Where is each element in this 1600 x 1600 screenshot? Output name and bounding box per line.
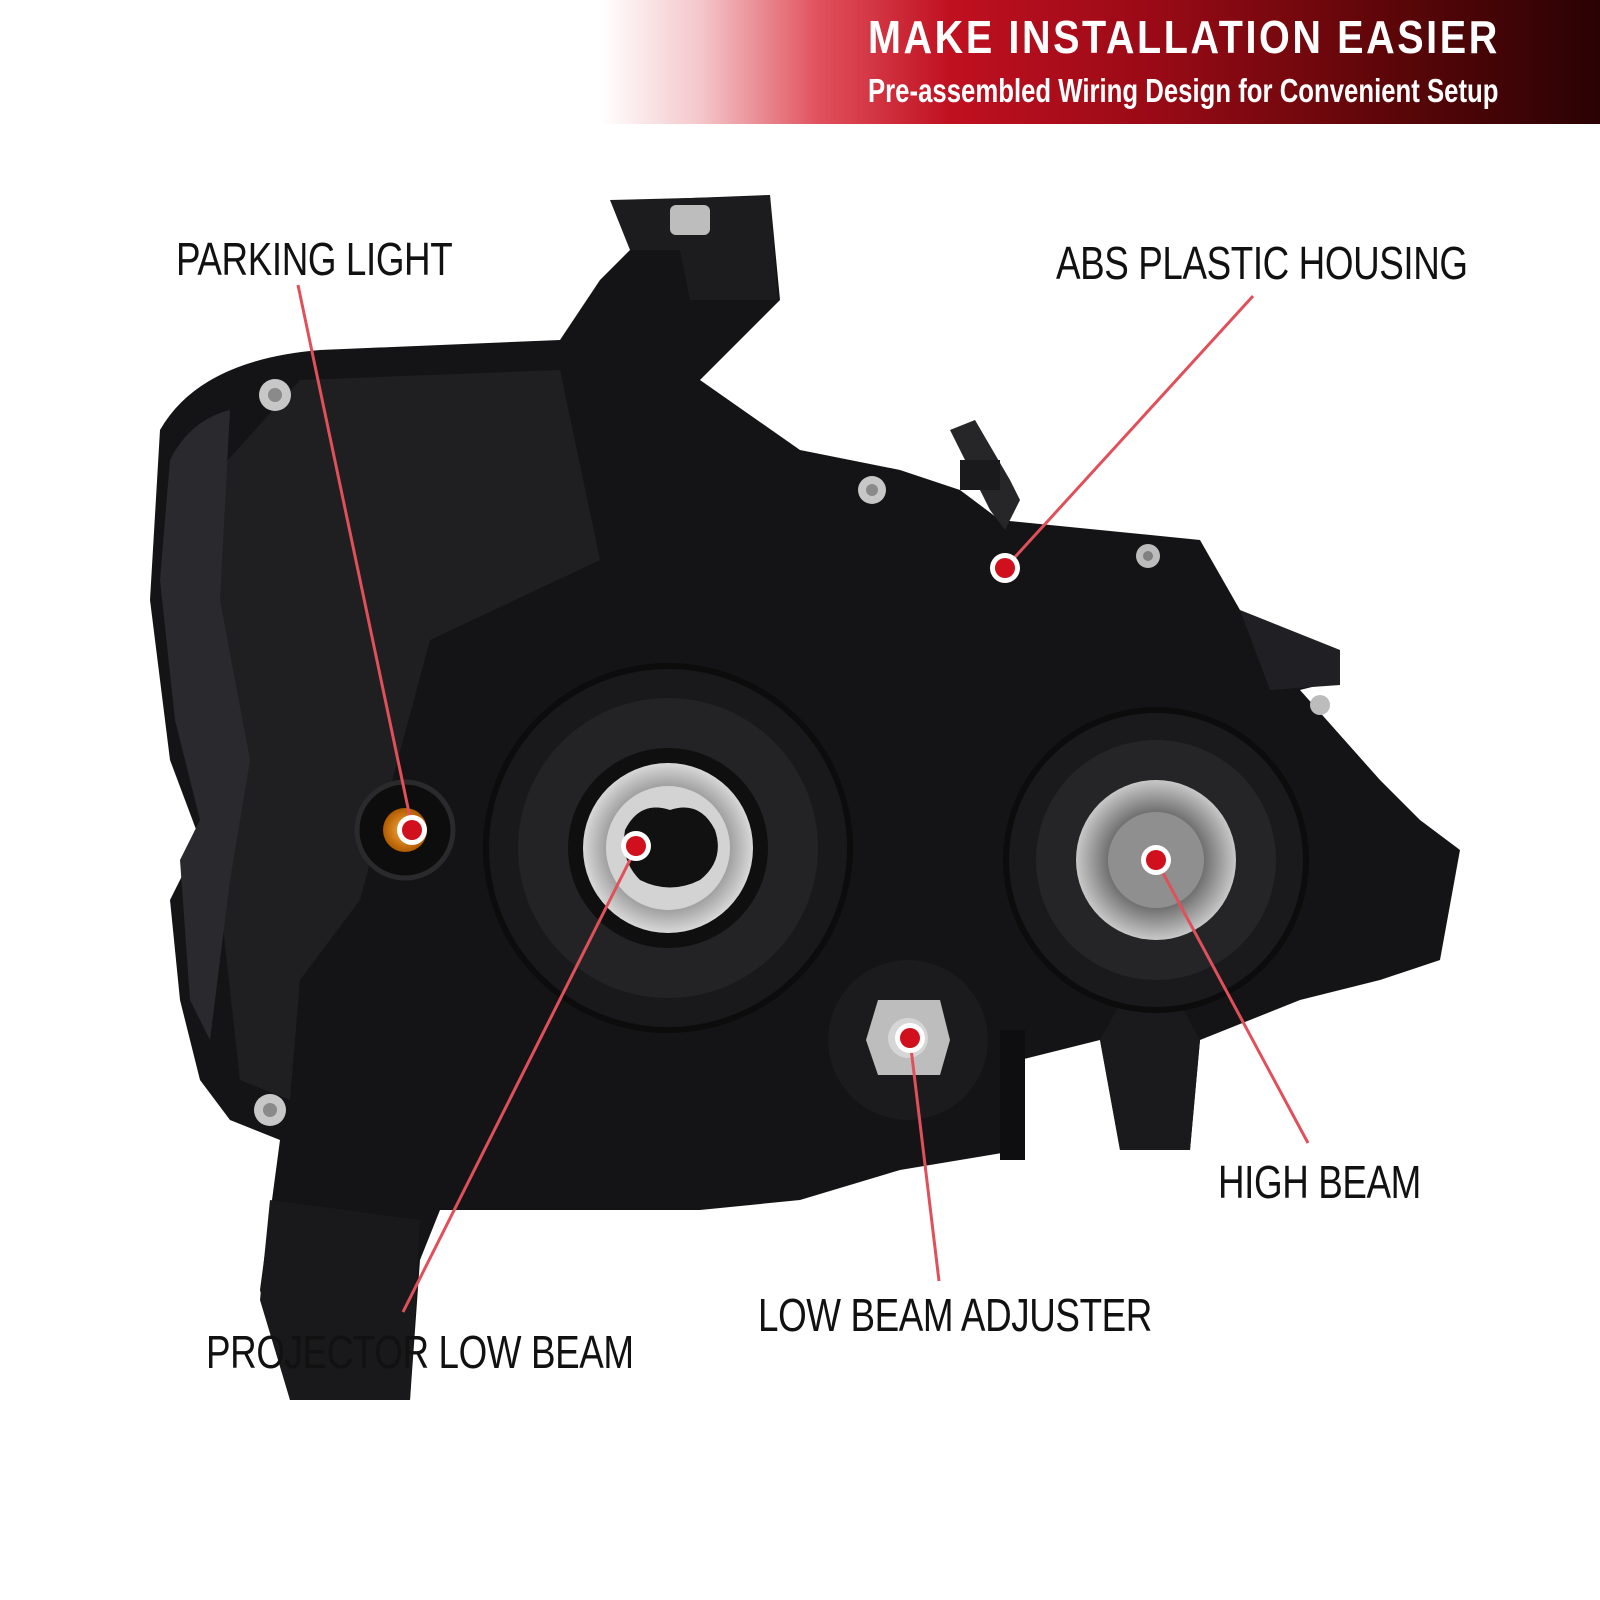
leader-line-low-beam-adjuster [908, 1039, 941, 1282]
callout-markers [397, 553, 1171, 1053]
header-banner: MAKE INSTALLATION EASIER Pre-assembled W… [0, 0, 1600, 124]
callout-projector-low-beam: PROJECTOR LOW BEAM [206, 1326, 634, 1378]
callout-leader-lines [296, 284, 1310, 1313]
marker-high-beam [1146, 850, 1166, 870]
callout-high-beam: HIGH BEAM [1218, 1156, 1421, 1208]
high-beam-assembly [1003, 707, 1309, 1013]
marker-low-beam-adjuster [900, 1028, 920, 1048]
mounting-screws [254, 205, 1330, 1126]
leader-line-parking-light [296, 284, 414, 828]
callout-parking-light: PARKING LIGHT [176, 233, 453, 285]
callout-abs-plastic-housing: ABS PLASTIC HOUSING [1056, 237, 1468, 289]
leader-line-projector-low-beam [401, 847, 638, 1313]
projector-low-beam-assembly [483, 663, 853, 1033]
banner-title: MAKE INSTALLATION EASIER [868, 11, 1500, 63]
banner-subtitle: Pre-assembled Wiring Design for Convenie… [868, 72, 1499, 109]
marker-projector-low-beam [626, 836, 646, 856]
marker-abs-housing [995, 558, 1015, 578]
callout-low-beam-adjuster: LOW BEAM ADJUSTER [758, 1289, 1152, 1341]
marker-parking-light [402, 820, 422, 840]
leader-line-abs-housing [1003, 294, 1255, 570]
leader-line-high-beam [1154, 859, 1310, 1144]
wiring-connector [950, 420, 1020, 530]
